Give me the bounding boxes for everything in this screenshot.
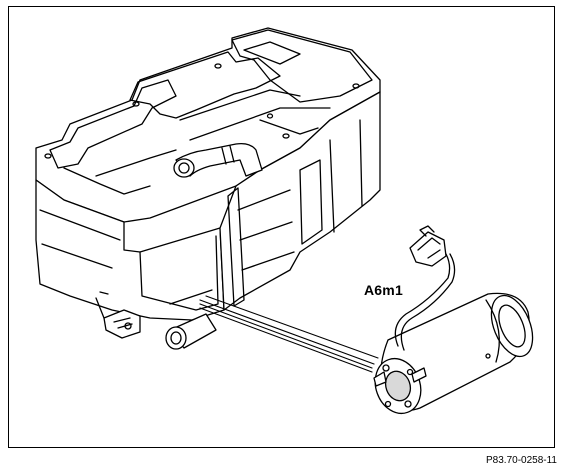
location-leader-lines <box>199 295 379 373</box>
exhaust-pipe-opening-inner <box>170 331 182 345</box>
top-hole-5 <box>352 83 360 89</box>
bracket-bolt-head <box>124 322 132 330</box>
right-face-vent <box>299 159 323 245</box>
pump-end-cap <box>490 294 534 358</box>
pump-label-dot <box>485 353 491 359</box>
top-panel-right <box>231 29 373 103</box>
top-hole-4 <box>282 133 290 139</box>
bracket-foot <box>95 291 109 319</box>
top-recess <box>243 41 301 65</box>
front-rib-3 <box>169 289 213 305</box>
front-rib-1 <box>39 209 121 241</box>
top-ridge-2 <box>189 107 331 141</box>
coolant-elbow-pipe <box>175 142 263 177</box>
pump-connector <box>409 231 447 267</box>
coolant-pipe-opening <box>173 158 195 178</box>
top-ridge-1 <box>179 89 301 121</box>
top-hole-2 <box>132 101 140 107</box>
component-callout-label: A6m1 <box>364 282 403 298</box>
flange-hole-2 <box>404 400 412 408</box>
exhaust-pipe-opening <box>165 326 187 350</box>
front-rib-2 <box>41 243 113 269</box>
top-hole-3 <box>214 63 222 69</box>
top-hole-1 <box>44 153 52 159</box>
coolant-pipe-opening-inner <box>178 162 190 174</box>
pump-flange-inner <box>384 370 412 402</box>
center-column <box>227 187 245 307</box>
flange-hole-3 <box>384 400 392 408</box>
mounting-bracket <box>103 309 141 339</box>
auxiliary-heater-unit <box>35 27 381 350</box>
heater-top-surface <box>35 27 381 223</box>
pump-wire-1 <box>394 253 451 347</box>
heater-right-face <box>219 91 381 311</box>
pump-end-cap-inner <box>498 304 526 348</box>
pump-band <box>485 299 500 363</box>
top-ridge-4 <box>63 167 151 195</box>
pump-connector-detail <box>417 237 441 259</box>
pump-outlet-nozzle <box>411 367 427 383</box>
pipe-clamp <box>221 145 235 165</box>
figure-reference-number: P83.70-0258-11 <box>486 455 557 466</box>
pump-connector-latch <box>419 225 435 237</box>
flange-hole-4 <box>406 368 414 376</box>
top-hole-6 <box>266 113 274 119</box>
flange-hole-1 <box>382 364 390 372</box>
top-ridge-3 <box>95 149 177 177</box>
front-panel-inset <box>139 235 219 311</box>
top-ridge-5 <box>259 119 319 135</box>
right-face-edge <box>329 119 363 233</box>
heater-front-face <box>35 179 225 321</box>
pump-inlet-nozzle <box>373 371 387 387</box>
pump-wire-2 <box>400 253 456 351</box>
top-panel-left <box>49 79 177 169</box>
center-column-rib <box>237 189 295 271</box>
metering-pump-a6m1 <box>373 225 534 415</box>
top-panel-center <box>129 51 281 119</box>
